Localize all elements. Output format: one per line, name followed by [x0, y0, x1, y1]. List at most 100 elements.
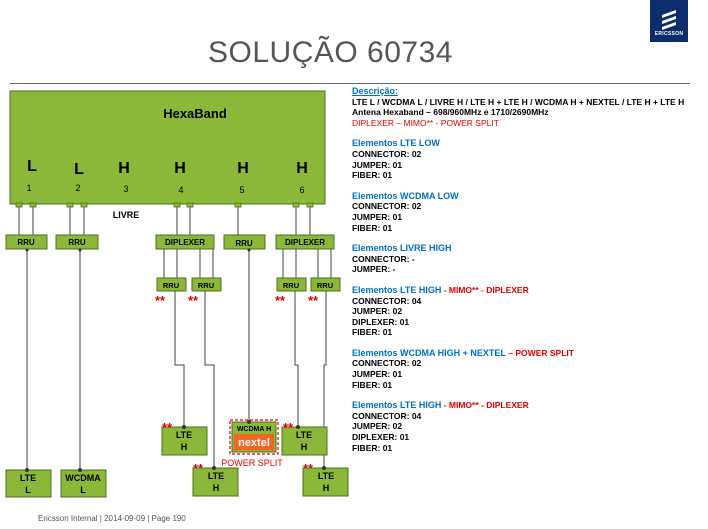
diplexer-label: DIPLEXER	[285, 238, 325, 247]
section-title-suffix: – POWER SPLIT	[505, 347, 574, 358]
element-section-heading: Elementos LTE HIGH - MIMO** - DIPLEXER	[352, 285, 702, 296]
element-section: Elementos WCDMA HIGH + NEXTEL – POWER SP…	[352, 348, 702, 390]
section-line: CONNECTOR: -	[352, 253, 415, 264]
section-line: FIBER: 01	[352, 170, 393, 181]
mimo-mark: **	[283, 420, 294, 435]
rru-box-port-2	[55, 234, 99, 250]
port-3-band: H	[118, 160, 130, 177]
description-line-2: Antena Hexaband – 698/960MHz e 1710/2690…	[352, 107, 549, 118]
section-title: Elementos WCDMA LOW	[352, 190, 459, 201]
element-section-heading: Elementos WCDMA LOW	[352, 191, 702, 202]
lte-h-label: LTE	[176, 430, 192, 440]
mimo-mark: **	[188, 293, 199, 308]
element-section-heading: Elementos WCDMA HIGH + NEXTEL – POWER SP…	[352, 348, 702, 359]
rru-box-mimo-4a	[156, 277, 187, 292]
lte-h-label: LTE	[318, 471, 334, 481]
slide-footer: Ericsson Internal | 2014-09-09 | Page 19…	[38, 514, 186, 523]
section-line: FIBER: 01	[352, 379, 393, 390]
connection-lines	[18, 204, 332, 470]
port-6-number: 6	[299, 185, 304, 195]
element-section-heading: Elementos LIVRE HIGH	[352, 243, 702, 254]
antenna-label: HexaBand	[163, 106, 227, 121]
section-title: Elementos LIVRE HIGH	[352, 243, 452, 254]
section-line: FIBER: 01	[352, 442, 393, 453]
rru-box-mimo-6b	[310, 277, 341, 292]
title-divider	[10, 83, 690, 84]
diagram: HexaBand L L H H H H 1 2 3 4 5 6 LIVRE R…	[5, 90, 349, 498]
nextel-logo-text: nextel	[238, 437, 270, 449]
port-5-number: 5	[239, 185, 244, 195]
port-1-band: L	[27, 158, 37, 175]
port-2-band: L	[74, 161, 84, 178]
section-line: CONNECTOR: 04	[352, 295, 422, 306]
lte-h-box-port-6a	[281, 426, 328, 456]
lte-h-sublabel: H	[323, 483, 330, 493]
mimo-mark: **	[155, 293, 166, 308]
logo-wordmark: ERICSSON	[654, 31, 684, 37]
rru-label: RRU	[198, 281, 214, 290]
wcdma-l-label: WCDMA	[65, 473, 101, 483]
rru-label: RRU	[68, 238, 86, 247]
wcdma-l-sublabel: L	[80, 485, 86, 495]
section-line: JUMPER: 01	[352, 211, 403, 222]
rru-label: RRU	[283, 281, 299, 290]
section-line: JUMPER: -	[352, 264, 396, 275]
port-3-number: 3	[123, 184, 128, 194]
diplexer-box-port-6	[275, 234, 335, 250]
rru-box-port-5	[223, 234, 266, 250]
section-line: JUMPER: 01	[352, 159, 403, 170]
diplexer-box-port-4	[155, 234, 215, 250]
section-line: DIPLEXER: 01	[352, 432, 410, 443]
section-title: Elementos LTE LOW	[352, 138, 440, 149]
element-section-heading: Elementos LTE LOW	[352, 138, 702, 149]
wcdma-h-label: WCDMA H	[237, 426, 271, 433]
section-line: CONNECTOR: 02	[352, 201, 422, 212]
mimo-mark: **	[275, 293, 286, 308]
livre-label: LIVRE	[113, 210, 140, 220]
lte-h-box-port-6b	[302, 467, 349, 497]
hexaband-antenna	[9, 90, 326, 205]
power-split-label: POWER SPLIT	[221, 458, 283, 468]
lte-h-label: LTE	[208, 471, 224, 481]
section-title: Elementos WCDMA HIGH + NEXTEL	[352, 347, 506, 358]
rru-box-mimo-6a	[276, 277, 307, 292]
mimo-mark: **	[308, 293, 319, 308]
section-line: JUMPER: 01	[352, 369, 403, 380]
section-line: JUMPER: 02	[352, 306, 403, 317]
section-title-suffix: - MIMO** - DIPLEXER	[441, 400, 529, 411]
description-block: Descrição: LTE L / WCDMA L / LIVRE H / L…	[352, 86, 702, 128]
wcdma-l-box	[60, 469, 107, 498]
diplexer-label: DIPLEXER	[165, 238, 205, 247]
port-4-number: 4	[178, 185, 183, 195]
port-1-number: 1	[26, 183, 31, 193]
section-title: Elementos LTE HIGH	[352, 400, 442, 411]
power-split-outline	[229, 419, 279, 455]
port-6-band: H	[296, 160, 308, 177]
port-5-band: H	[237, 160, 249, 177]
port-connectors	[15, 202, 314, 208]
rru-label: RRU	[317, 281, 333, 290]
section-line: FIBER: 01	[352, 327, 393, 338]
rru-label: RRU	[235, 239, 253, 248]
description-line-1: LTE L / WCDMA L / LIVRE H / LTE H + LTE …	[352, 96, 685, 107]
lte-l-box	[5, 469, 52, 498]
section-line: DIPLEXER: 01	[352, 316, 410, 327]
rru-box-mimo-4b	[191, 277, 222, 292]
mimo-mark: **	[162, 420, 173, 435]
lte-h-sublabel: H	[301, 442, 308, 452]
lte-h-sublabel: H	[213, 483, 220, 493]
description-panel: Descrição: LTE L / WCDMA L / LIVRE H / L…	[352, 86, 702, 453]
lte-h-box-port-4b	[192, 467, 239, 497]
ericsson-logo: ERICSSON	[650, 0, 688, 42]
connection-dots	[25, 248, 326, 472]
lte-l-label: LTE	[20, 473, 36, 483]
port-2-number: 2	[75, 183, 80, 193]
section-line: CONNECTOR: 04	[352, 410, 422, 421]
section-title: Elementos LTE HIGH	[352, 284, 442, 295]
element-section-heading: Elementos LTE HIGH - MIMO** - DIPLEXER	[352, 400, 702, 411]
